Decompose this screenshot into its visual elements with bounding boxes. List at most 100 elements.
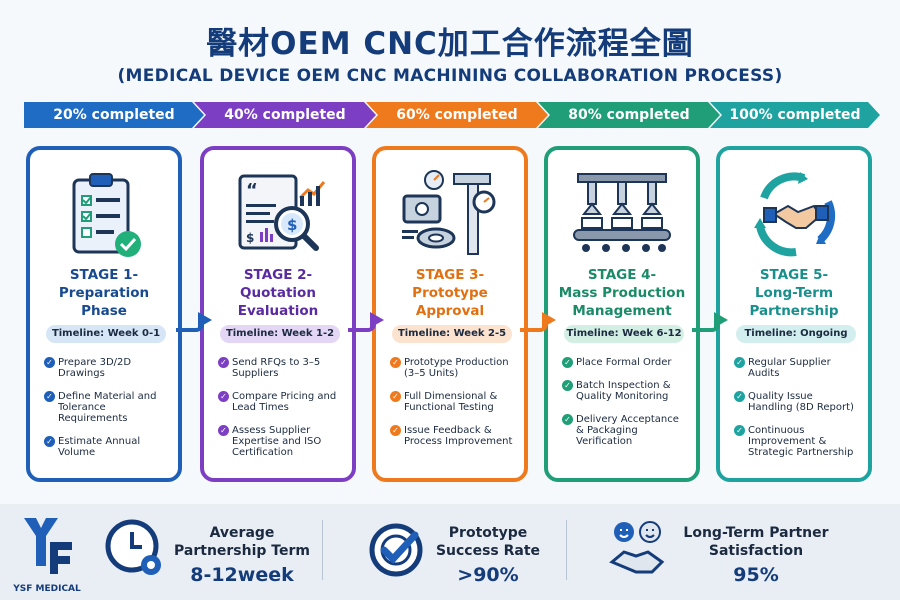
stage-name-line2: Partnership (749, 303, 839, 319)
svg-text:$: $ (246, 231, 254, 245)
stage-number: STAGE 2- (243, 267, 313, 283)
check-icon: ✓ (562, 414, 573, 425)
task-text: Compare Pricing and Lead Times (232, 391, 337, 413)
stage-title: STAGE 1- Preparation Phase (34, 266, 174, 320)
stage-name-line2: Evaluation (237, 303, 319, 319)
stat-label-partnership-term: Average Partnership Term (168, 524, 316, 560)
stage-card-2: “ $ $ STAGE 2- Quotation Evaluation Time… (200, 146, 356, 482)
check-icon: ✓ (734, 357, 745, 368)
list-item: ✓Batch Inspection & Quality Monitoring (562, 380, 688, 402)
company-logo: YSF MEDICAL (10, 512, 84, 596)
stage-title: STAGE 5- Long-Term Partnership (724, 266, 864, 320)
timeline-badge: Timeline: Week 6-12 (564, 325, 684, 343)
page-title: 醫材OEM CNC加工合作流程全圖 (206, 26, 694, 62)
divider (566, 520, 567, 580)
task-text: Delivery Acceptance & Packaging Verifica… (576, 414, 679, 447)
flow-arrow-icon (692, 312, 728, 332)
stage-card-1: STAGE 1- Preparation Phase Timeline: Wee… (26, 146, 182, 482)
svg-text:“: “ (246, 180, 258, 201)
stage-title: STAGE 3- Prototype Approval (380, 266, 520, 320)
list-item: ✓Continuous Improvement & Strategic Part… (734, 425, 860, 458)
list-item: ✓Quality Issue Handling (8D Report) (734, 391, 860, 413)
partners-handshake-icon (609, 521, 665, 574)
task-list: ✓Regular Supplier Audits ✓Quality Issue … (734, 357, 860, 470)
task-text: Continuous Improvement & Strategic Partn… (748, 425, 854, 458)
check-icon: ✓ (44, 436, 55, 447)
task-text: Define Material and Tolerance Requiremen… (58, 391, 157, 424)
progress-step-2: 40% completed (194, 102, 376, 128)
task-text: Issue Feedback & Process Improvement (404, 425, 513, 447)
stat-label-satisfaction: Long-Term Partner Satisfaction (668, 524, 844, 560)
stage-number: STAGE 4- (587, 267, 657, 283)
stage-name-line1: Preparation (58, 285, 150, 301)
check-icon: ✓ (218, 357, 229, 368)
stat-value-success-rate: >90% (457, 564, 519, 586)
check-icon: ✓ (390, 425, 401, 436)
check-icon: ✓ (218, 425, 229, 436)
check-icon: ✓ (734, 391, 745, 402)
list-item: ✓Prototype Production (3–5 Units) (390, 357, 516, 379)
timeline-badge: Timeline: Week 2-5 (392, 325, 512, 343)
robot-arms-conveyor-icon (548, 168, 696, 260)
stage-card-5: STAGE 5- Long-Term Partnership Timeline:… (716, 146, 872, 482)
task-list: ✓Place Formal Order ✓Batch Inspection & … (562, 357, 688, 459)
stage-title: STAGE 2- Quotation Evaluation (208, 266, 348, 320)
stat-label-success-rate: Prototype Success Rate (428, 524, 548, 560)
task-text: Estimate Annual Volume (58, 436, 141, 458)
list-item: ✓Full Dimensional & Functional Testing (390, 391, 516, 413)
stage-name-line2: Management (572, 303, 672, 319)
task-text: Send RFQs to 3–5 Suppliers (232, 357, 321, 379)
list-item: ✓Assess Supplier Expertise and ISO Certi… (218, 425, 344, 458)
stage-number: STAGE 3- (415, 267, 485, 283)
task-text: Regular Supplier Audits (748, 357, 831, 379)
svg-text:$: $ (287, 216, 297, 234)
flow-arrow-icon (348, 312, 384, 332)
stat-label-line2: Success Rate (435, 543, 541, 559)
list-item: ✓Send RFQs to 3–5 Suppliers (218, 357, 344, 379)
stage-number: STAGE 1- (69, 267, 139, 283)
progress-step-1: 20% completed (24, 102, 204, 128)
flow-arrow-icon (176, 312, 212, 332)
stage-title: STAGE 4- Mass Production Management (552, 266, 692, 320)
clock-gear-icon (105, 519, 161, 575)
list-item: ✓Issue Feedback & Process Improvement (390, 425, 516, 447)
stat-value-partnership-term: 8-12week (190, 564, 294, 586)
progress-step-4: 80% completed (538, 102, 720, 128)
divider (322, 520, 323, 580)
list-item: ✓Delivery Acceptance & Packaging Verific… (562, 414, 688, 447)
task-text: Place Formal Order (576, 357, 672, 368)
stage-name-line1: Quotation (240, 285, 316, 301)
progress-bar: 20% completed 40% completed 60% complete… (24, 102, 880, 128)
task-text: Prepare 3D/2D Drawings (58, 357, 132, 379)
progress-step-5: 100% completed (710, 102, 880, 128)
list-item: ✓Regular Supplier Audits (734, 357, 860, 379)
machined-parts-caliper-icon (376, 168, 524, 260)
stat-label-line1: Average (209, 525, 275, 541)
task-text: Assess Supplier Expertise and ISO Certif… (232, 425, 322, 458)
task-text: Prototype Production (3–5 Units) (404, 357, 509, 379)
check-icon: ✓ (390, 357, 401, 368)
task-list: ✓Send RFQs to 3–5 Suppliers ✓Compare Pri… (218, 357, 344, 470)
task-text: Quality Issue Handling (8D Report) (748, 391, 854, 413)
task-list: ✓Prototype Production (3–5 Units) ✓Full … (390, 357, 516, 459)
stage-card-3: STAGE 3- Prototype Approval Timeline: We… (372, 146, 528, 482)
page-subtitle: (MEDICAL DEVICE OEM CNC MACHINING COLLAB… (117, 66, 783, 86)
clipboard-checklist-icon (30, 168, 178, 260)
list-item: ✓Define Material and Tolerance Requireme… (44, 391, 170, 424)
timeline-badge: Timeline: Week 1-2 (220, 325, 340, 343)
timeline-badge: Timeline: Week 0-1 (46, 325, 166, 343)
stat-label-line1: Prototype (448, 525, 528, 541)
check-icon: ✓ (218, 391, 229, 402)
list-item: ✓Prepare 3D/2D Drawings (44, 357, 170, 379)
stage-card-4: STAGE 4- Mass Production Management Time… (544, 146, 700, 482)
list-item: ✓Estimate Annual Volume (44, 436, 170, 458)
task-list: ✓Prepare 3D/2D Drawings ✓Define Material… (44, 357, 170, 470)
check-icon: ✓ (562, 357, 573, 368)
check-icon: ✓ (390, 391, 401, 402)
list-item: ✓Compare Pricing and Lead Times (218, 391, 344, 413)
stage-name-line1: Prototype (412, 285, 488, 301)
check-icon: ✓ (44, 391, 55, 402)
quote-document-magnifier-icon: “ $ $ (204, 168, 352, 260)
check-icon: ✓ (562, 380, 573, 391)
stat-label-line1: Long-Term Partner (683, 525, 829, 541)
